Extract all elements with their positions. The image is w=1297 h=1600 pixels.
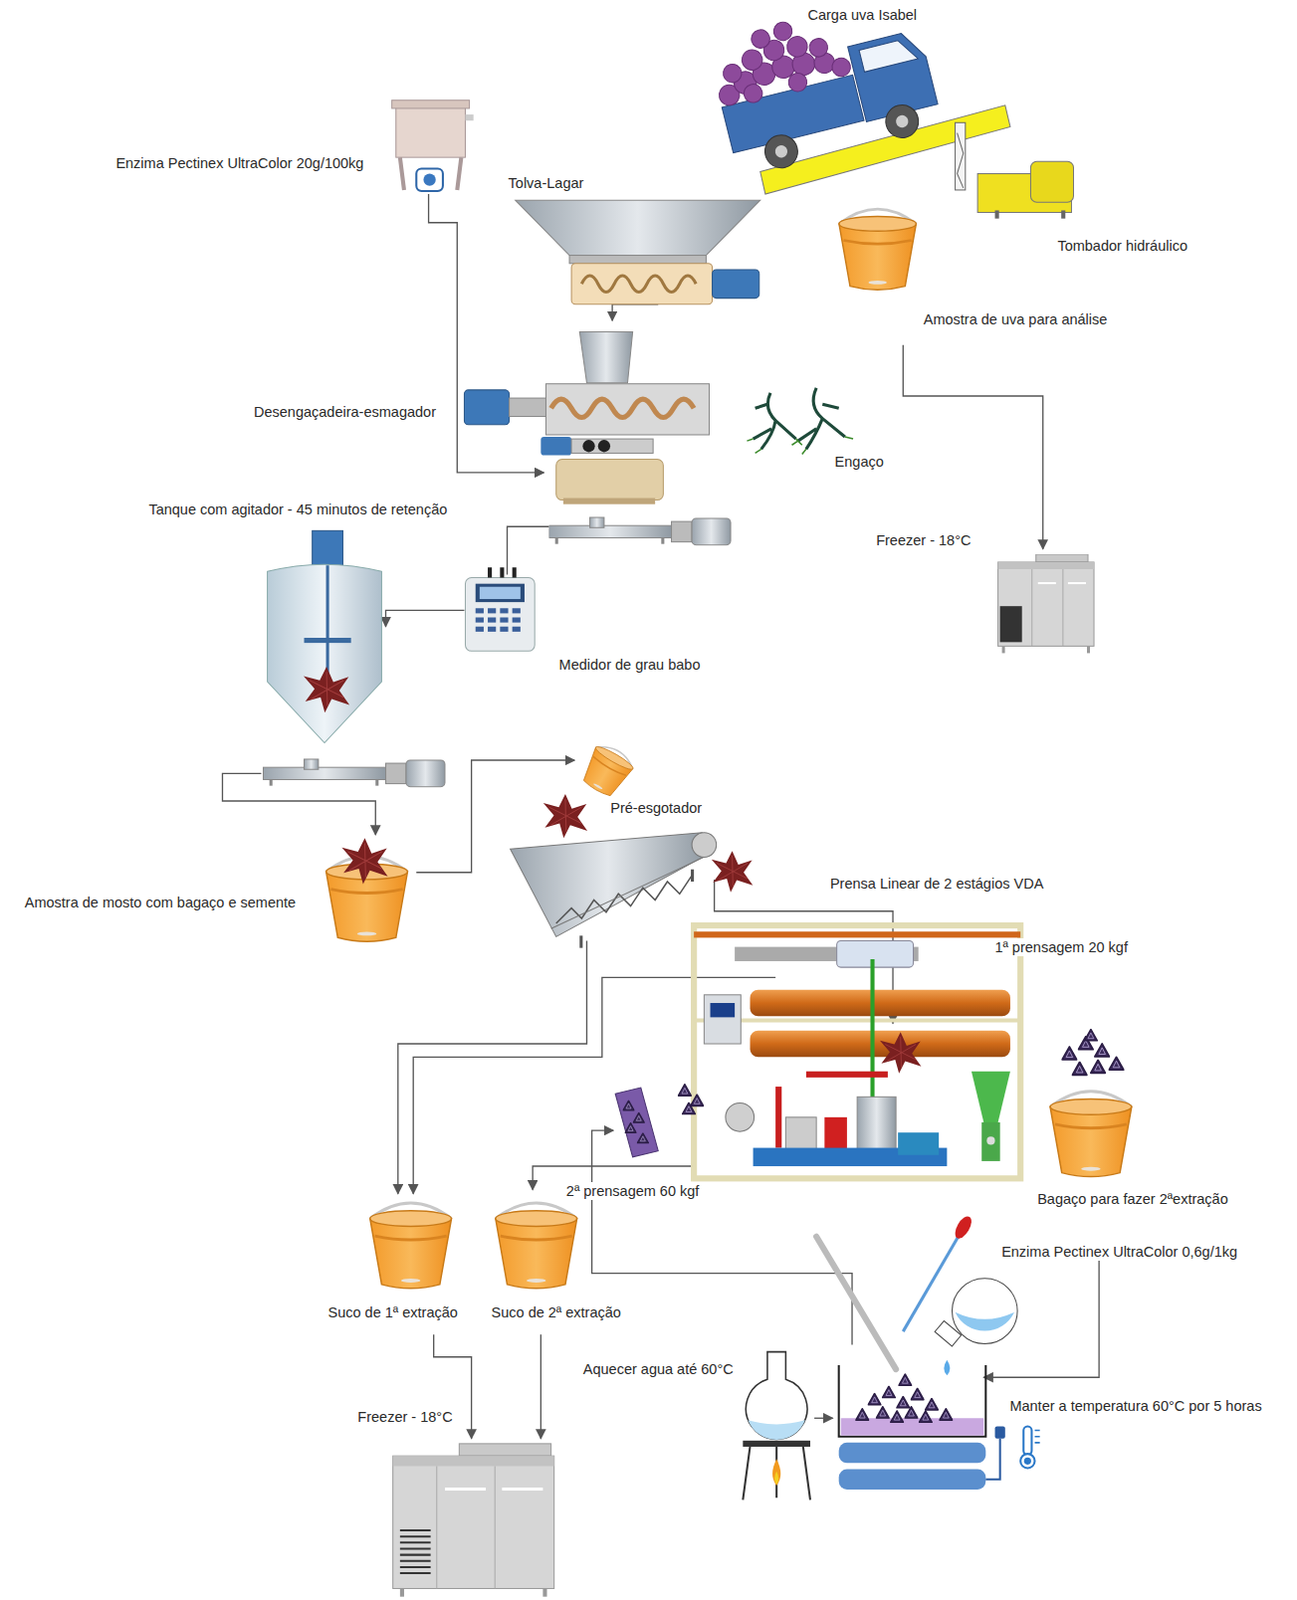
process-label: Suco de 1ª extração xyxy=(325,1303,461,1322)
bucket xyxy=(839,209,917,290)
process-label: Prensa Linear de 2 estágios VDA xyxy=(827,874,1047,893)
process-label: Enzima Pectinex UltraColor 0,6g/1kg xyxy=(998,1243,1241,1262)
grape-skins xyxy=(615,1029,1124,1157)
process-label: 1ª prensagem 20 kgf xyxy=(991,938,1131,957)
process-label: Engaço xyxy=(832,452,887,471)
process-label: Enzima Pectinex UltraColor 20g/100kg xyxy=(112,154,367,173)
process-label: Manter a temperatura 60°C por 5 horas xyxy=(1006,1397,1265,1416)
linear-press xyxy=(693,925,1021,1179)
destemmer-crusher xyxy=(463,331,709,504)
truck-tipper xyxy=(705,0,1075,219)
freezer xyxy=(393,1444,555,1598)
bucket xyxy=(370,1203,452,1290)
pomace xyxy=(543,794,588,839)
pump xyxy=(262,759,444,788)
pump xyxy=(549,517,731,546)
process-label: 2ª prensagem 60 kgf xyxy=(563,1182,703,1201)
process-label: Freezer - 18°C xyxy=(872,531,974,550)
process-label: Desengaçadeira-esmagador xyxy=(250,403,439,422)
process-label: Medidor de grau babo xyxy=(556,655,704,674)
flow-arrows xyxy=(221,194,1099,1440)
pomace xyxy=(711,851,754,893)
hopper xyxy=(515,200,761,305)
process-label: Amostra de mosto com bagaço e semente xyxy=(21,893,299,912)
brix-meter xyxy=(464,567,535,651)
process-label: Carga uva Isabel xyxy=(804,5,920,24)
bucket xyxy=(577,740,638,802)
process-label: Tolva-Lagar xyxy=(505,174,588,193)
pomace xyxy=(341,838,388,884)
bucket xyxy=(1050,1091,1132,1178)
process-label: Suco de 2ª extração xyxy=(488,1303,625,1322)
pre-drainer xyxy=(510,833,717,949)
process-label: Bagaço para fazer 2ªextração xyxy=(1034,1190,1232,1209)
enzyme-tank xyxy=(392,100,474,192)
process-label: Tanque com agitador - 45 minutos de rete… xyxy=(145,500,450,519)
process-label: Pré-esgotador xyxy=(607,799,705,818)
pomace xyxy=(879,1032,922,1075)
process-label: Tombador hidráulico xyxy=(1054,236,1191,255)
process-label: Amostra de uva para análise xyxy=(920,310,1111,329)
process-label: Aquecer agua até 60°C xyxy=(580,1360,737,1379)
freezer xyxy=(998,554,1094,653)
process-label: Freezer - 18°C xyxy=(354,1408,455,1427)
stems xyxy=(746,388,854,455)
agitator-tank xyxy=(267,530,383,743)
lab-setup xyxy=(742,1214,1040,1501)
bucket xyxy=(495,1203,578,1290)
